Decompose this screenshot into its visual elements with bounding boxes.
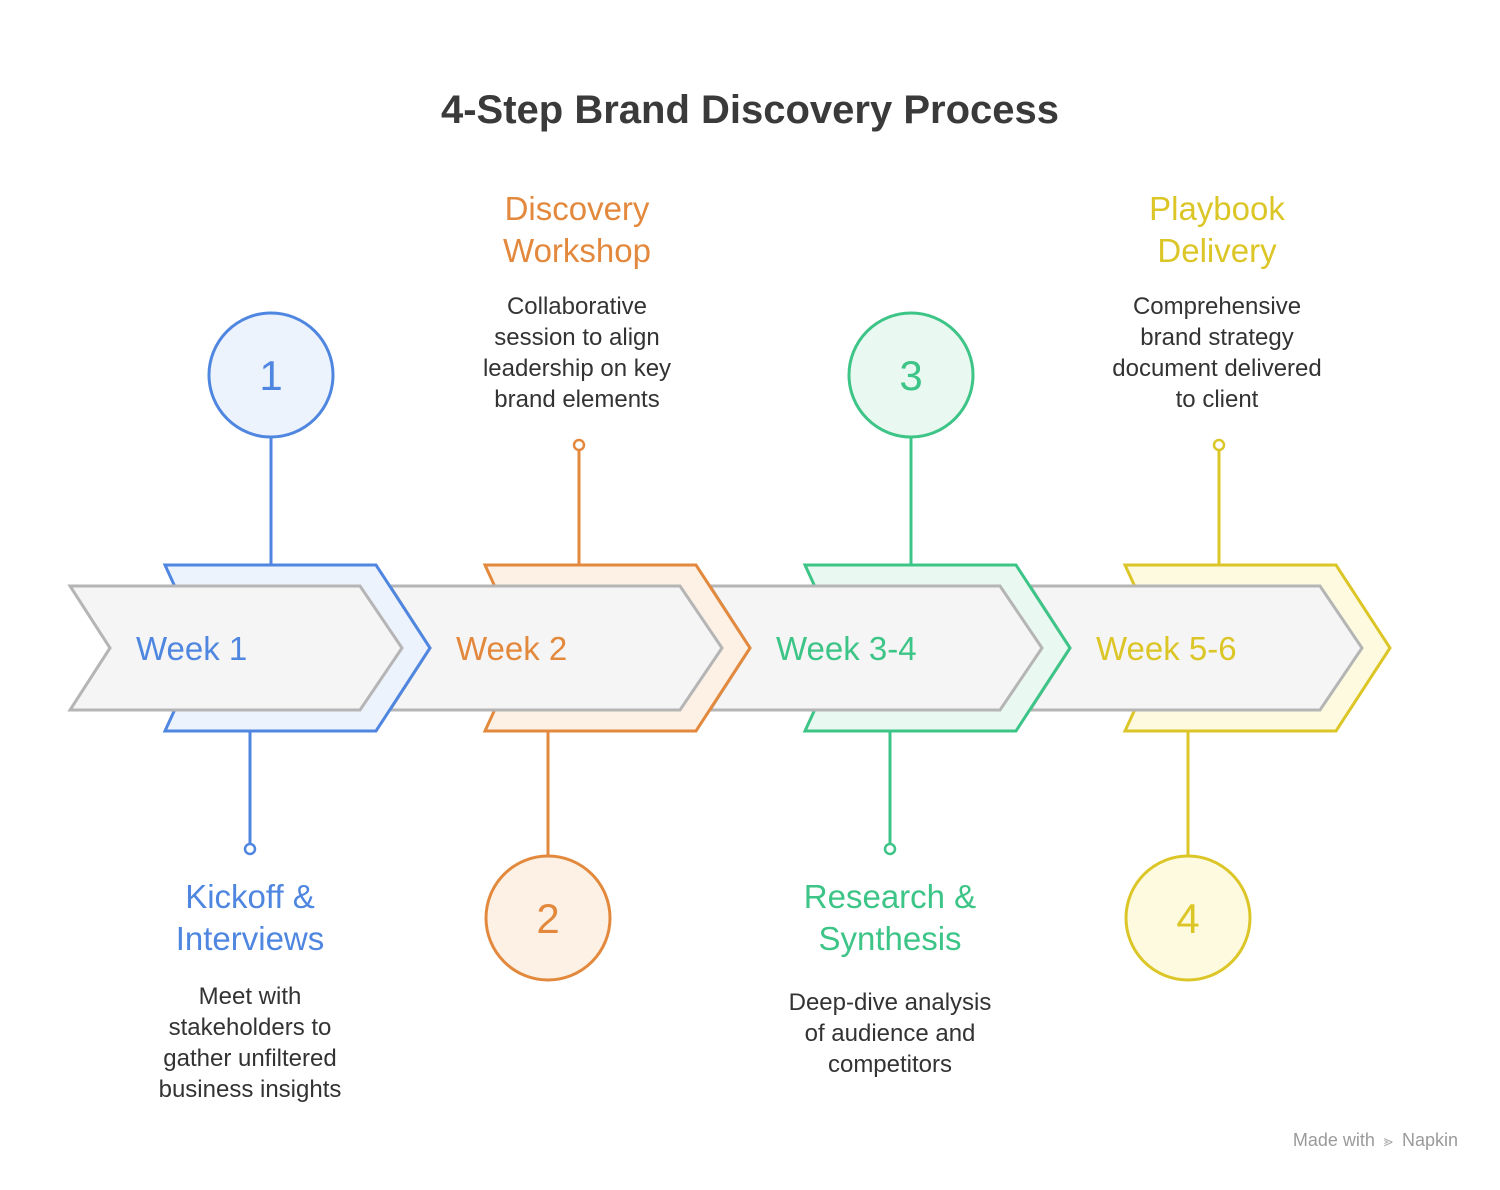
- connector-dot-2: [572, 438, 586, 452]
- step-description-4: Comprehensive brand strategy document de…: [1112, 293, 1322, 413]
- connector-dot-1: [243, 842, 257, 856]
- step-number-2: 2: [536, 895, 559, 942]
- connector-dot-3: [883, 842, 897, 856]
- step-number-circle-3: [847, 311, 975, 439]
- step-title-4: Playbook Delivery: [1149, 190, 1285, 269]
- napkin-logo-icon: ⪢: [1383, 1133, 1393, 1150]
- connector-dot-4: [1212, 438, 1226, 452]
- step-arrow-1: [67, 584, 404, 712]
- step-group-3: Week 3-4 3: [707, 311, 1072, 856]
- step-number-circle-4: [1124, 854, 1252, 982]
- watermark: Made with ⪢ Napkin: [1293, 1130, 1458, 1151]
- step-number-circle-1: [207, 311, 335, 439]
- week-label-3: Week 3-4: [776, 630, 917, 667]
- step-title-3: Research & Synthesis: [803, 878, 977, 957]
- step-group-4: Week 5-6 4: [1027, 438, 1392, 982]
- step-number-1: 1: [259, 352, 282, 399]
- step-group-1: Week 1 1: [67, 311, 432, 856]
- step-number-circle-2: [484, 854, 612, 982]
- step-title-2: Discovery Workshop: [503, 190, 651, 269]
- week-label-4: Week 5-6: [1096, 630, 1237, 667]
- week-label-1: Week 1: [136, 630, 247, 667]
- step-description-1: Meet with stakeholders to gather unfilte…: [158, 983, 342, 1103]
- step-group-2: Week 2 2: [387, 438, 752, 982]
- watermark-brand: Napkin: [1401, 1130, 1458, 1150]
- step-title-1: Kickoff & Interviews: [175, 878, 325, 957]
- week-label-2: Week 2: [456, 630, 567, 667]
- step-description-3: Deep-dive analysis of audience and compe…: [788, 989, 992, 1078]
- step-description-2: Collaborative session to align leadershi…: [482, 293, 672, 413]
- step-number-3: 3: [899, 352, 922, 399]
- page-title: 4-Step Brand Discovery Process: [440, 88, 1060, 132]
- watermark-prefix: Made with: [1292, 1130, 1375, 1150]
- step-number-4: 4: [1176, 895, 1199, 942]
